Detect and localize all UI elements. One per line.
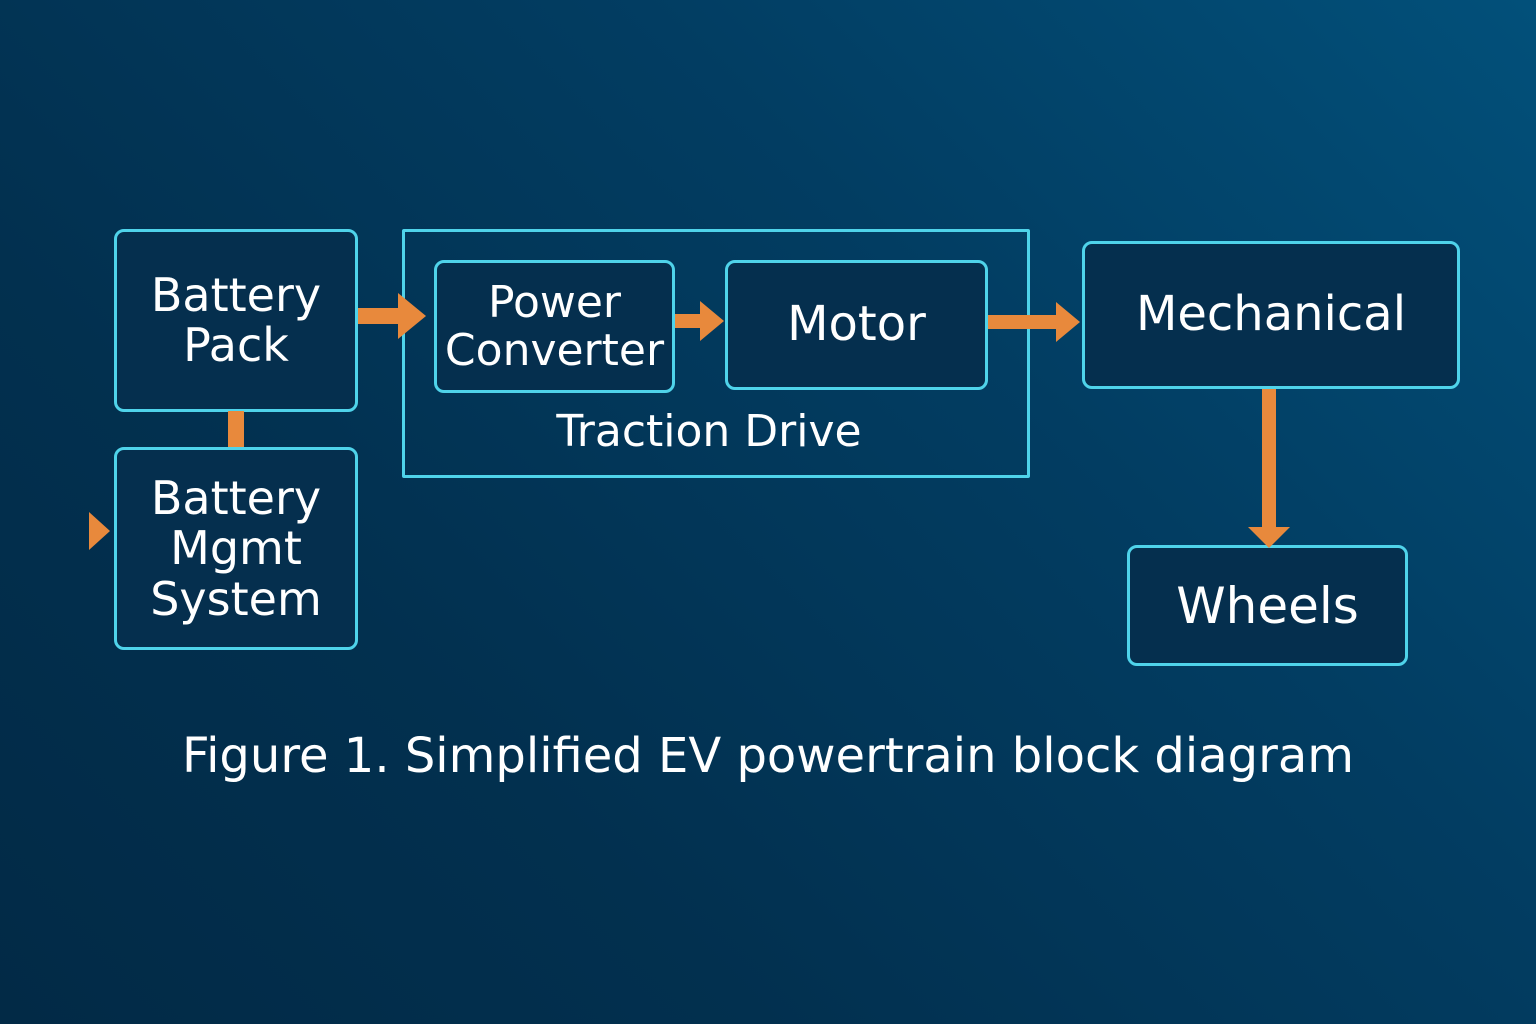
motor-block: Motor	[725, 260, 988, 390]
bms-line-1: Battery	[150, 470, 322, 525]
battery-pack-block: Battery Pack	[114, 229, 358, 412]
traction-drive-label: Traction Drive	[556, 406, 862, 457]
figure-caption: Figure 1. Simplified EV powertrain block…	[181, 728, 1355, 784]
battery-mgmt-system-block: Battery Mgmt System	[114, 447, 358, 650]
wheels-block: Wheels	[1127, 545, 1408, 666]
arrow-motor-to-mechanical	[988, 302, 1080, 342]
wheels-label: Wheels	[1176, 576, 1359, 635]
power-converter-block: Power Converter	[434, 260, 675, 393]
battery-pack-line-1: Battery	[150, 267, 322, 322]
bms-line-2: Mgmt	[170, 521, 302, 576]
mechanical-label: Mechanical	[1135, 286, 1407, 343]
arrow-converter-to-motor	[675, 301, 724, 341]
bms-line-3: System	[150, 571, 322, 626]
pack-bms-connector	[228, 411, 244, 449]
traction-drive-group	[402, 229, 1030, 478]
arrow-mechanical-to-wheels	[1248, 389, 1290, 548]
battery-pack-line-2: Pack	[183, 317, 289, 372]
arrow-pack-to-converter	[358, 293, 426, 339]
mechanical-block: Mechanical	[1082, 241, 1460, 389]
arrow-into-bms	[89, 512, 110, 550]
power-converter-line-2: Converter	[444, 324, 665, 376]
motor-label: Motor	[787, 296, 926, 353]
power-converter-line-1: Power	[487, 276, 622, 328]
